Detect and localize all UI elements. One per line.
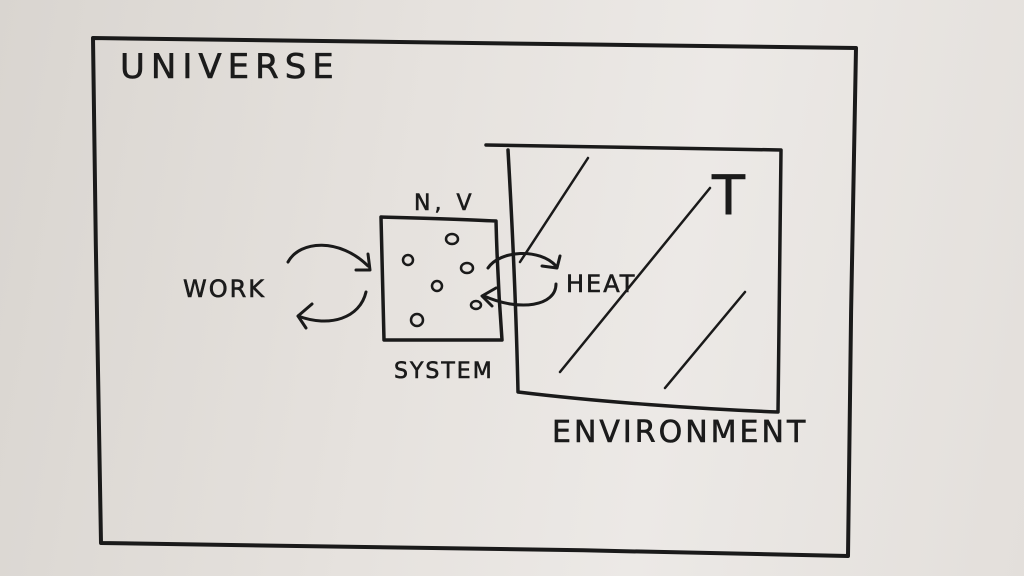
heat-arrow-in-head bbox=[480, 286, 498, 308]
universe-box bbox=[91, 36, 858, 558]
environment-label: ENVIRONMENT bbox=[552, 415, 808, 450]
environment-temperature: T bbox=[711, 164, 746, 227]
work-arrow-in bbox=[286, 243, 370, 268]
environment-hatch-1 bbox=[518, 156, 590, 264]
work-arrows bbox=[286, 243, 372, 330]
system-box bbox=[379, 215, 504, 342]
particle bbox=[459, 261, 475, 275]
particle bbox=[430, 279, 444, 293]
universe-label: UNIVERSE bbox=[120, 47, 340, 87]
work-arrow-out-head bbox=[296, 302, 314, 330]
system-variables: N, V bbox=[414, 191, 476, 216]
heat-label: HEAT bbox=[566, 270, 636, 298]
heat-arrow-out bbox=[486, 252, 558, 270]
particle bbox=[409, 312, 425, 328]
particle bbox=[469, 299, 483, 311]
work-label: WORK bbox=[183, 275, 266, 303]
system-label: SYSTEM bbox=[394, 359, 494, 384]
environment-hatch-3 bbox=[663, 290, 747, 390]
work-arrow-out bbox=[296, 290, 368, 323]
particle bbox=[444, 232, 460, 246]
heat-arrows bbox=[480, 252, 562, 308]
environment-hatch-2 bbox=[558, 186, 712, 374]
work-arrow-in-head bbox=[354, 252, 372, 272]
particle bbox=[401, 253, 415, 267]
environment-box bbox=[484, 143, 783, 414]
heat-arrow-out-head bbox=[540, 254, 562, 270]
heat-arrow-in bbox=[482, 282, 558, 307]
system-particles bbox=[401, 232, 483, 328]
